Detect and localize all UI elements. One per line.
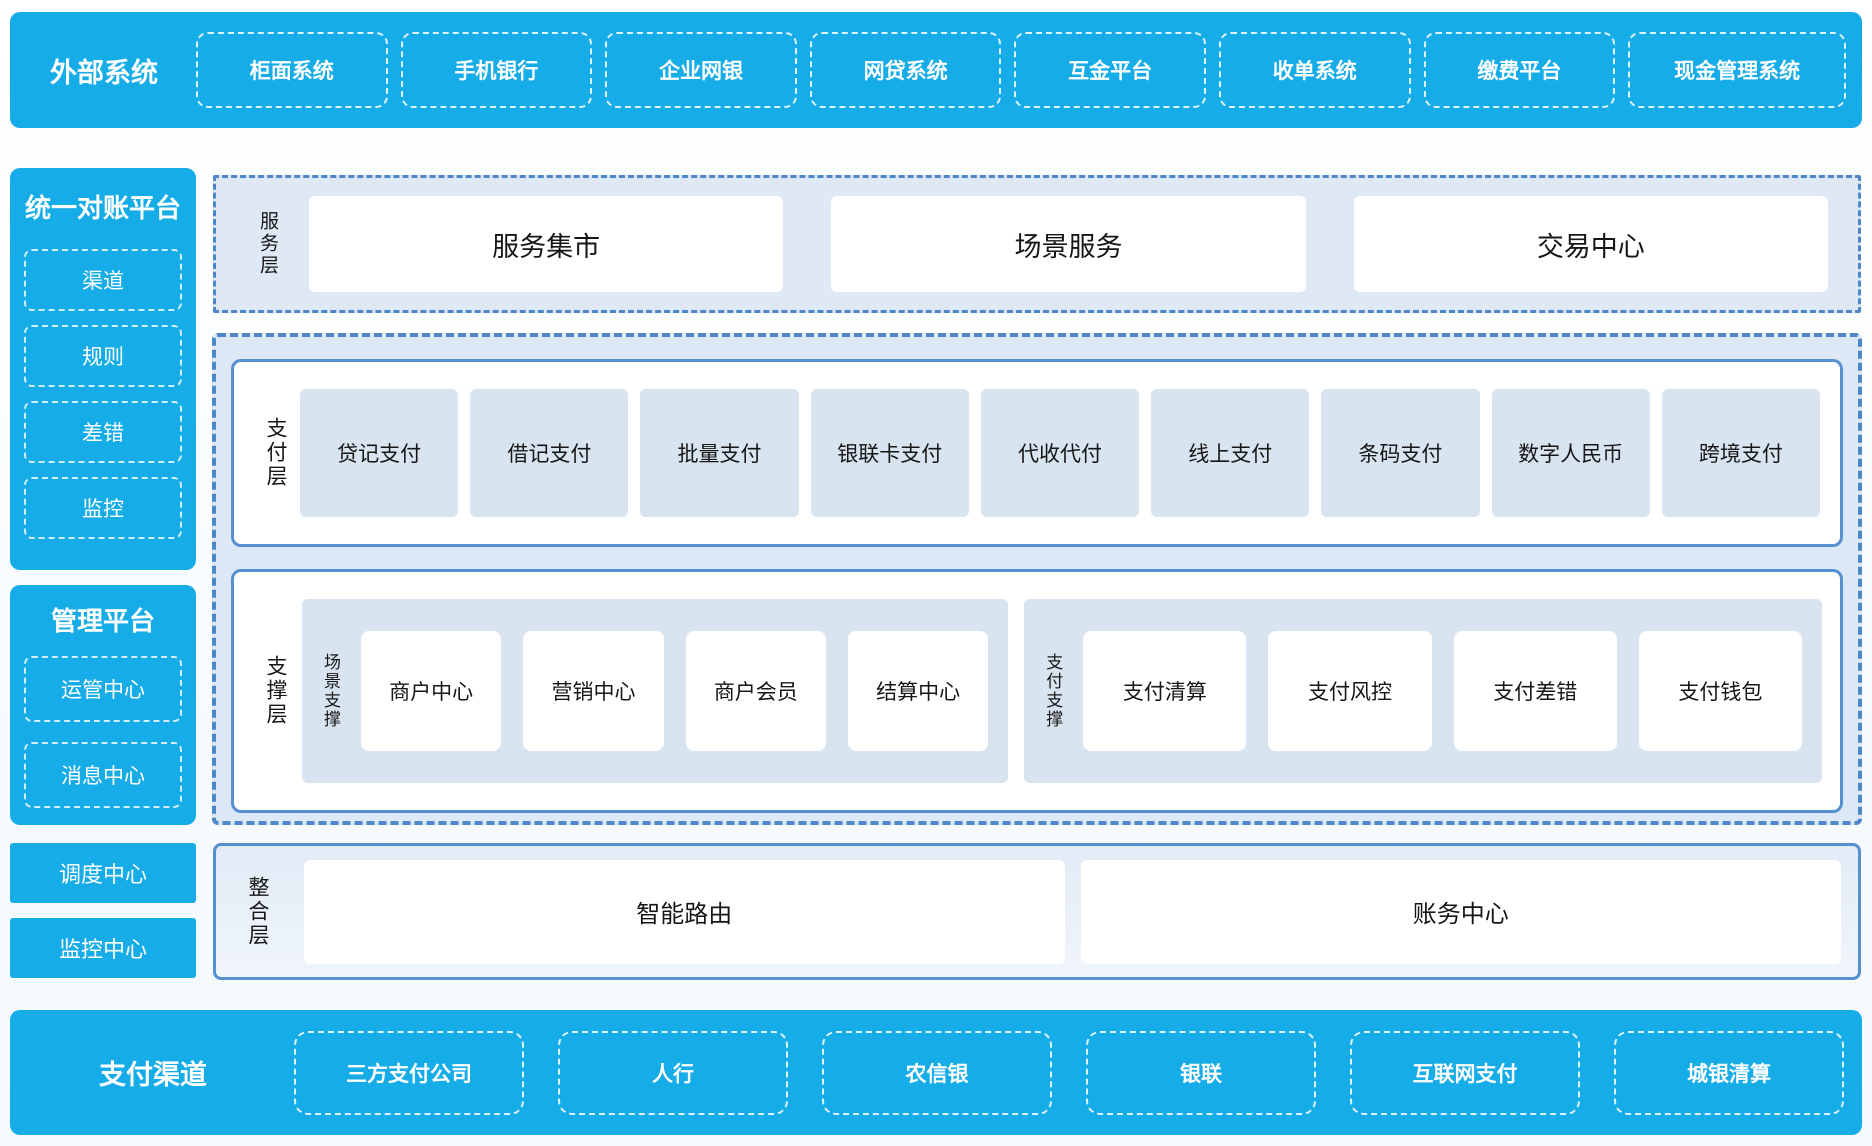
support-group-scene: 场景支撑 商户中心营销中心商户会员结算中心 [302, 599, 1009, 783]
external-system-node: 互金平台 [1014, 32, 1206, 108]
payment-channel-node: 互联网支付 [1350, 1030, 1580, 1115]
external-system-node: 缴费平台 [1423, 32, 1616, 108]
payment-node: 跨境支付 [1661, 389, 1820, 517]
scheduling-center-node: 调度中心 [10, 843, 196, 903]
payment-node: 线上支付 [1151, 389, 1310, 517]
reconciliation-node: 差错 [24, 401, 182, 463]
monitoring-center-node: 监控中心 [10, 918, 196, 978]
service-layer-label: 服务层 [257, 211, 278, 277]
payment-channel-node: 银联 [1086, 1030, 1316, 1115]
integration-node: 智能路由 [304, 859, 1065, 964]
payment-node: 银联卡支付 [810, 389, 969, 517]
external-system-node: 现金管理系统 [1628, 32, 1847, 108]
integration-node: 账务中心 [1080, 859, 1841, 964]
service-layer-nodes: 服务集市场景服务交易中心 [309, 196, 1828, 292]
payment-node: 代收代付 [980, 389, 1140, 517]
service-node: 交易中心 [1353, 196, 1828, 292]
payment-layer: 支付层 贷记支付借记支付批量支付银联卡支付代收代付线上支付条码支付数字人民币跨境… [231, 359, 1843, 547]
payment-channel-node: 人行 [558, 1030, 788, 1115]
support-node: 营销中心 [523, 631, 664, 751]
support-layer-panels: 场景支撑 商户中心营销中心商户会员结算中心 支付支撑 支付清算支付风控支付差错支… [302, 599, 1822, 783]
management-items: 运管中心消息中心 [10, 656, 196, 808]
support-node: 商户中心 [361, 631, 502, 751]
reconciliation-node: 规则 [24, 325, 182, 387]
external-systems-bar: 外部系统 柜面系统手机银行企业网银网贷系统互金平台收单系统缴费平台现金管理系统 [10, 12, 1862, 128]
payment-channels-bar: 支付渠道 三方支付公司人行农信银银联互联网支付城银清算 [10, 1010, 1862, 1135]
payment-channels-list: 三方支付公司人行农信银银联互联网支付城银清算 [294, 1030, 1844, 1115]
scene-support-nodes: 商户中心营销中心商户会员结算中心 [361, 631, 989, 751]
service-layer: 服务层 服务集市场景服务交易中心 [213, 175, 1861, 313]
support-layer-label: 支撑层 [264, 655, 287, 727]
management-title: 管理平台 [50, 606, 155, 636]
support-node: 商户会员 [685, 631, 826, 751]
payment-node: 贷记支付 [300, 389, 459, 517]
support-node: 支付风控 [1268, 631, 1432, 751]
reconciliation-title: 统一对账平台 [24, 193, 181, 223]
reconciliation-node: 监控 [24, 477, 182, 539]
integration-layer: 整合层 智能路由账务中心 [213, 843, 1861, 980]
support-layer: 支撑层 场景支撑 商户中心营销中心商户会员结算中心 支付支撑 支付清算支付风控支… [231, 569, 1843, 813]
support-node: 支付清算 [1083, 631, 1247, 751]
external-system-node: 手机银行 [400, 32, 593, 108]
external-system-node: 网贷系统 [809, 32, 1002, 108]
reconciliation-node: 渠道 [24, 249, 182, 311]
payment-support-label: 支付支撑 [1043, 653, 1063, 729]
support-node: 结算中心 [847, 631, 989, 751]
external-systems-list: 柜面系统手机银行企业网银网贷系统互金平台收单系统缴费平台现金管理系统 [196, 32, 1847, 108]
integration-layer-label: 整合层 [246, 875, 269, 948]
support-node: 支付差错 [1453, 631, 1617, 751]
payment-layer-nodes: 贷记支付借记支付批量支付银联卡支付代收代付线上支付条码支付数字人民币跨境支付 [300, 389, 1820, 517]
service-node: 服务集市 [309, 196, 784, 292]
payment-channel-node: 农信银 [822, 1030, 1052, 1115]
sidebar-block-reconciliation: 统一对账平台 渠道规则差错监控 [10, 168, 196, 570]
external-system-node: 柜面系统 [196, 32, 388, 108]
management-node: 消息中心 [24, 742, 182, 808]
external-system-node: 收单系统 [1218, 32, 1411, 108]
core-layers-container: 支付层 贷记支付借记支付批量支付银联卡支付代收代付线上支付条码支付数字人民币跨境… [212, 333, 1862, 825]
sidebar-block-management: 管理平台 运管中心消息中心 [10, 585, 196, 825]
payment-channel-node: 三方支付公司 [294, 1030, 524, 1115]
payment-support-nodes: 支付清算支付风控支付差错支付钱包 [1083, 631, 1802, 751]
service-node: 场景服务 [831, 196, 1306, 292]
payment-node: 批量支付 [640, 389, 799, 517]
scene-support-label: 场景支撑 [321, 653, 340, 729]
payment-layer-label: 支付层 [264, 417, 287, 489]
integration-layer-nodes: 智能路由账务中心 [304, 859, 1841, 964]
payment-node: 数字人民币 [1491, 389, 1650, 517]
payment-node: 条码支付 [1321, 389, 1480, 517]
external-system-node: 企业网银 [605, 32, 797, 108]
payment-channel-node: 城银清算 [1614, 1030, 1844, 1115]
payment-node: 借记支付 [470, 389, 629, 517]
support-node: 支付钱包 [1638, 631, 1802, 751]
external-systems-title: 外部系统 [50, 57, 158, 88]
payment-channels-title: 支付渠道 [99, 1060, 207, 1090]
management-node: 运管中心 [24, 656, 182, 722]
support-group-payment: 支付支撑 支付清算支付风控支付差错支付钱包 [1024, 599, 1822, 783]
reconciliation-items: 渠道规则差错监控 [10, 249, 196, 539]
